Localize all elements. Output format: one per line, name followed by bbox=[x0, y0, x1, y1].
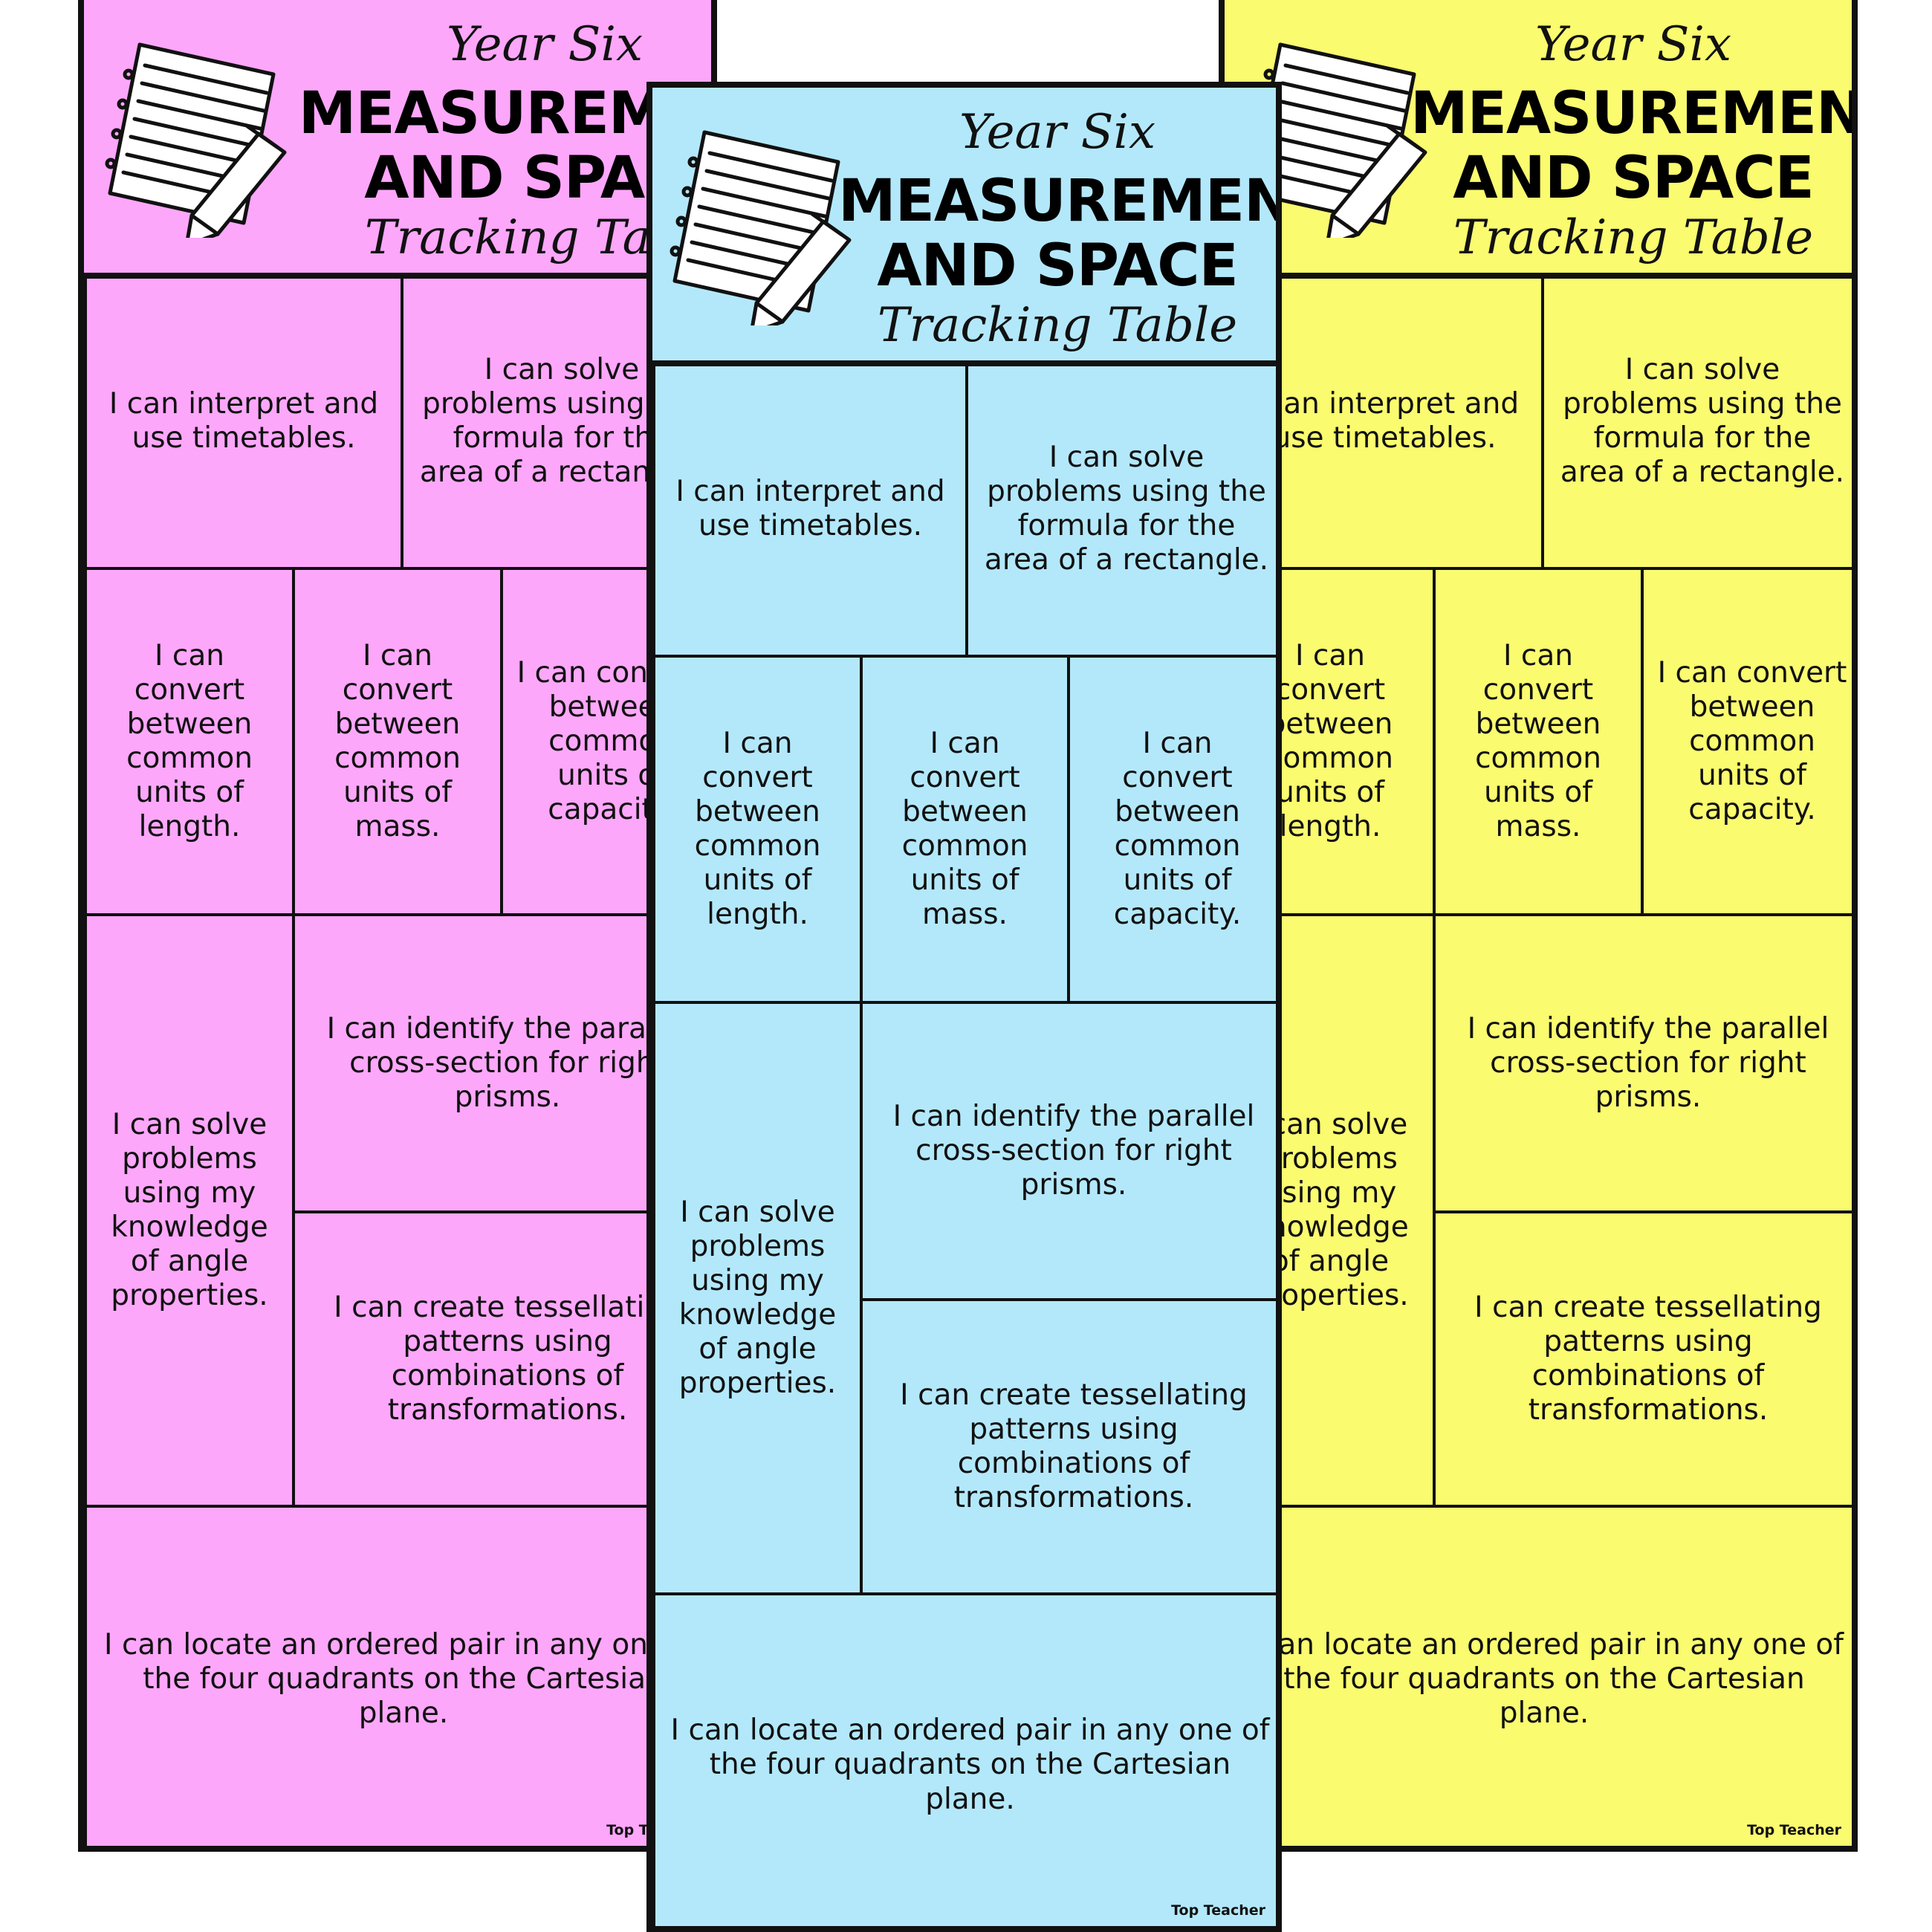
cell-tessellation[interactable]: I can create tessellating patterns using… bbox=[292, 1210, 711, 1508]
title-line-1: MEASUREMENT bbox=[1410, 80, 1858, 147]
sheet-header: Year Six MEASUREMENT AND SPACE Tracking … bbox=[1225, 0, 1852, 279]
tracking-sheet-blue: Year Six MEASUREMENT AND SPACE Tracking … bbox=[646, 82, 1282, 1932]
cell-area[interactable]: I can solve problems using the formula f… bbox=[1541, 273, 1852, 570]
notepad-pencil-icon bbox=[1245, 42, 1427, 238]
year-label: Year Six bbox=[959, 105, 1156, 160]
cell-prisms[interactable]: I can identify the parallel cross-sectio… bbox=[1433, 913, 1852, 1213]
cell-tessellation[interactable]: I can create tessellating patterns using… bbox=[1433, 1210, 1852, 1508]
cell-capacity[interactable]: I can convert between common units of ca… bbox=[1641, 567, 1852, 916]
notepad-pencil-icon bbox=[670, 130, 852, 325]
notepad-pencil-icon bbox=[105, 42, 287, 238]
cell-cartesian[interactable]: I can locate an ordered pair in any one … bbox=[1225, 1505, 1852, 1846]
sheet-subtitle: Tracking Table bbox=[877, 297, 1238, 353]
cell-angles[interactable]: I can solve problems using my knowledge … bbox=[652, 1001, 863, 1595]
cell-cartesian[interactable]: I can locate an ordered pair in any one … bbox=[84, 1505, 711, 1846]
title-line-2: AND SPACE bbox=[877, 233, 1239, 300]
year-label: Year Six bbox=[1534, 17, 1732, 72]
title-line-1: MEASUREMENT bbox=[838, 168, 1282, 235]
cell-tessellation[interactable]: I can create tessellating patterns using… bbox=[860, 1298, 1276, 1595]
sheet-subtitle: Tracking Table bbox=[1453, 210, 1814, 265]
cell-timetables[interactable]: I can interpret and use timetables. bbox=[652, 360, 968, 658]
sheet-title-block: Year Six MEASUREMENT AND SPACE Tracking … bbox=[838, 105, 1282, 353]
cell-area[interactable]: I can solve problems using the formula f… bbox=[965, 360, 1276, 658]
cell-length[interactable]: I can convert between common units of le… bbox=[84, 567, 295, 916]
cell-cartesian[interactable]: I can locate an ordered pair in any one … bbox=[652, 1592, 1276, 1926]
cell-mass[interactable]: I can convert between common units of ma… bbox=[292, 567, 503, 916]
cell-angles[interactable]: I can solve problems using my knowledge … bbox=[84, 913, 295, 1508]
cell-timetables[interactable]: I can interpret and use timetables. bbox=[84, 273, 403, 570]
cell-mass[interactable]: I can convert between common units of ma… bbox=[1433, 567, 1644, 916]
sheet-title-block: Year Six MEASUREMENT AND SPACE Tracking … bbox=[1410, 17, 1858, 265]
brand-label: Top Teacher bbox=[1171, 1902, 1265, 1919]
title-line-2: AND SPACE bbox=[1453, 145, 1815, 213]
tracking-sheet-yellow: Year Six MEASUREMENT AND SPACE Tracking … bbox=[1219, 0, 1858, 1852]
brand-label: Top Teacher bbox=[1747, 1822, 1841, 1838]
year-label: Year Six bbox=[446, 17, 644, 72]
tracking-sheet-pink: Year Six MEASUREMENT AND SPACE Tracking … bbox=[78, 0, 717, 1852]
title-line-1: MEASUREMENT bbox=[298, 80, 711, 147]
cell-capacity[interactable]: I can convert between common units of ca… bbox=[1067, 655, 1276, 1004]
cell-length[interactable]: I can convert between common units of le… bbox=[652, 655, 863, 1004]
cell-prisms[interactable]: I can identify the parallel cross-sectio… bbox=[860, 1001, 1276, 1301]
sheet-header: Year Six MEASUREMENT AND SPACE Tracking … bbox=[652, 88, 1276, 366]
sheet-header: Year Six MEASUREMENT AND SPACE Tracking … bbox=[84, 0, 711, 279]
cell-mass[interactable]: I can convert between common units of ma… bbox=[860, 655, 1070, 1004]
